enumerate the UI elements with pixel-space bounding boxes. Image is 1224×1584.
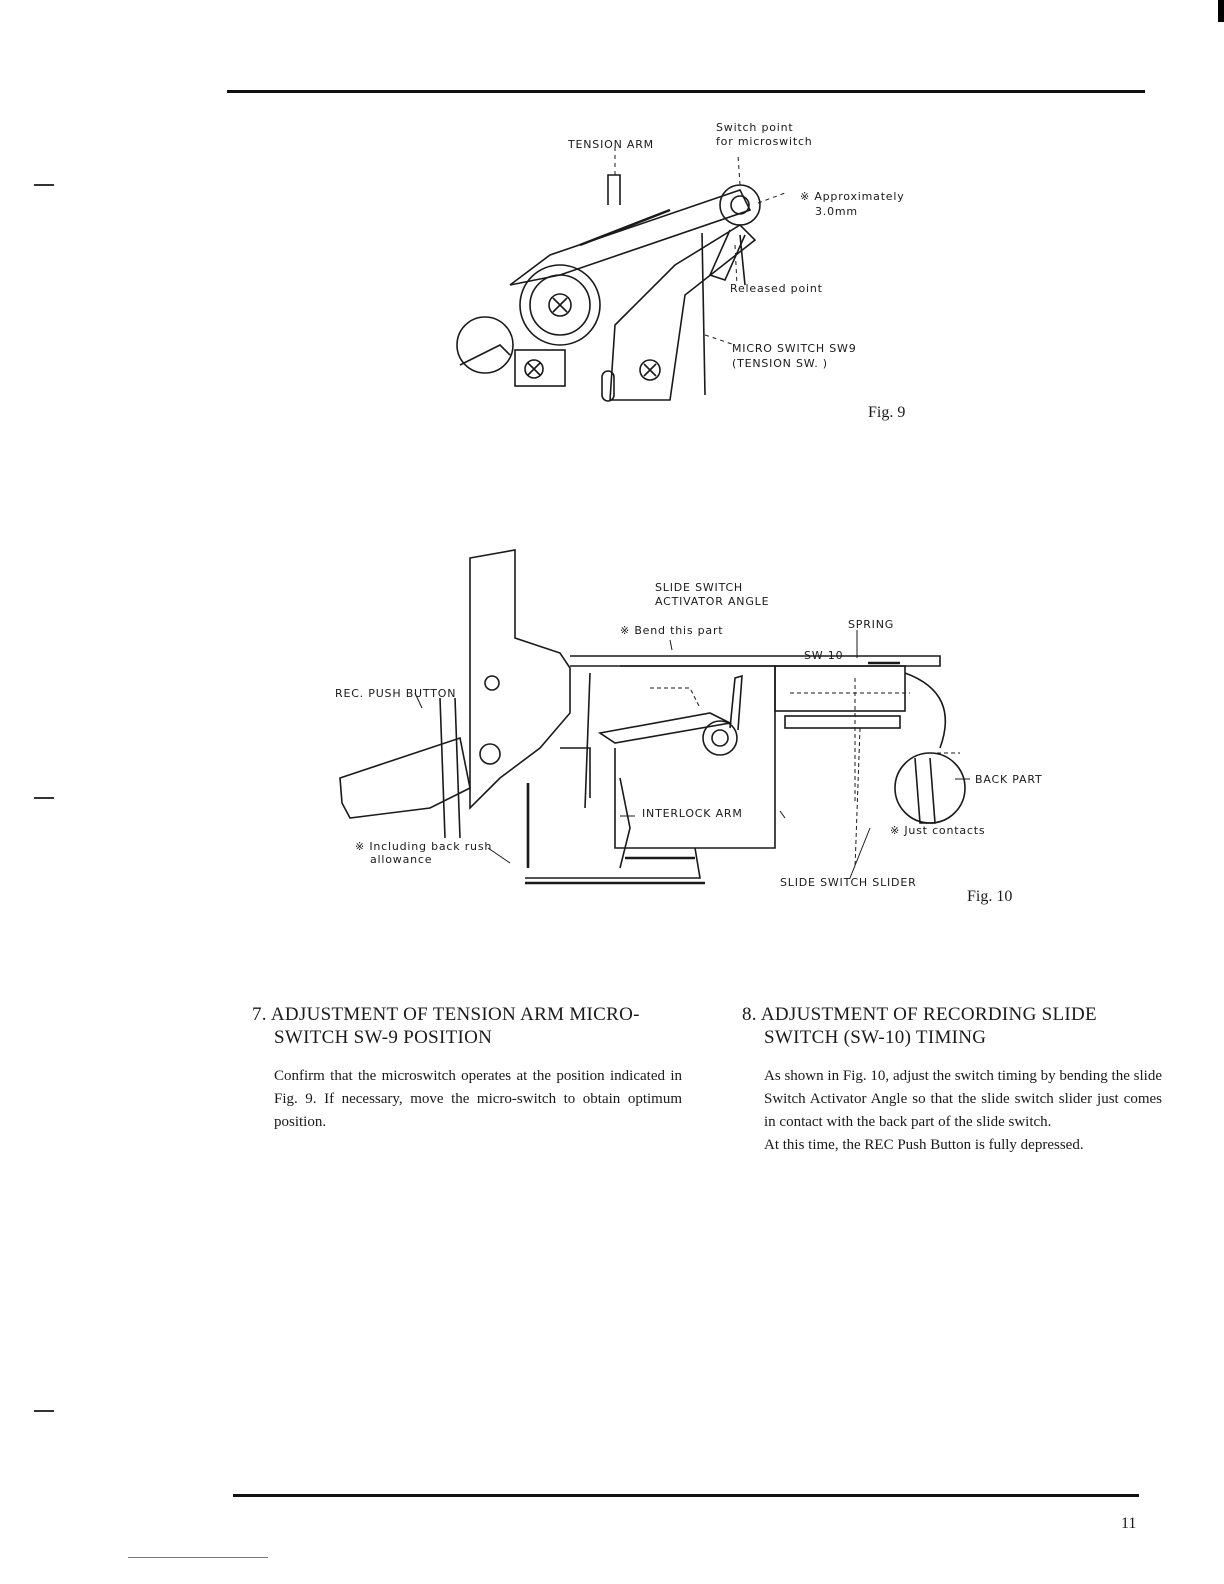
section-8: 8. ADJUSTMENT OF RECORDING SLIDE SWITCH … [742, 1003, 1162, 1157]
figure-9-caption: Fig. 9 [868, 404, 906, 421]
corner-mark [1218, 0, 1224, 22]
figure-9: TENSION ARM Switch point for microswitch… [440, 115, 940, 415]
page-number: 11 [1121, 1515, 1137, 1532]
figure-10-drawing: SLIDE SWITCH ACTIVATOR ANGLE ※ Bend this… [335, 549, 1043, 889]
bottom-rule [233, 1494, 1139, 1497]
section-8-heading: 8. ADJUSTMENT OF RECORDING SLIDE SWITCH … [742, 1004, 1097, 1048]
slide-switch-activator-label-2: ACTIVATOR ANGLE [655, 595, 769, 608]
slide-switch-slider-label: SLIDE SWITCH SLIDER [780, 876, 917, 889]
rec-push-button-label: REC. PUSH BUTTON [335, 687, 456, 700]
section-8-body: As shown in Fig. 10, adjust the switch t… [764, 1068, 1162, 1130]
micro-switch-label: MICRO SWITCH SW9 [732, 342, 857, 355]
section-7: 7. ADJUSTMENT OF TENSION ARM MICRO-SWITC… [252, 1003, 682, 1134]
footer-link-line [128, 1557, 268, 1558]
slide-switch-activator-label: SLIDE SWITCH [655, 581, 743, 594]
section-7-heading: 7. ADJUSTMENT OF TENSION ARM MICRO-SWITC… [252, 1004, 640, 1048]
spring-label: SPRING [848, 618, 894, 631]
figure-10: SLIDE SWITCH ACTIVATOR ANGLE ※ Bend this… [330, 548, 1060, 898]
including-back-rush-label: ※ Including back rush [355, 840, 492, 853]
approximately-value: 3.0mm [815, 205, 858, 218]
back-part-label: BACK PART [975, 773, 1043, 786]
figure-9-drawing: TENSION ARM Switch point for microswitch… [456, 121, 905, 402]
just-contacts-label: ※ Just contacts [890, 824, 985, 837]
interlock-arm-label: INTERLOCK ARM [642, 807, 743, 820]
micro-switch-label-2: (TENSION SW. ) [732, 357, 828, 370]
switch-point-label-2: for microswitch [716, 135, 813, 148]
margin-tick [34, 797, 54, 799]
sw10-label: SW-10 [804, 649, 843, 662]
margin-tick [34, 1410, 54, 1412]
figure-10-caption: Fig. 10 [967, 888, 1013, 905]
section-8-body-2: At this time, the REC Push Button is ful… [764, 1137, 1084, 1153]
allowance-label: allowance [370, 853, 432, 866]
switch-point-label: Switch point [716, 121, 794, 134]
bend-this-part-label: ※ Bend this part [620, 624, 723, 637]
section-7-body: Confirm that the microswitch operates at… [274, 1068, 682, 1130]
tension-arm-label: TENSION ARM [567, 138, 654, 151]
released-point-label: Released point [730, 282, 823, 295]
margin-tick [34, 184, 54, 186]
top-rule [227, 90, 1145, 93]
approximately-label: ※ Approximately [800, 190, 905, 203]
